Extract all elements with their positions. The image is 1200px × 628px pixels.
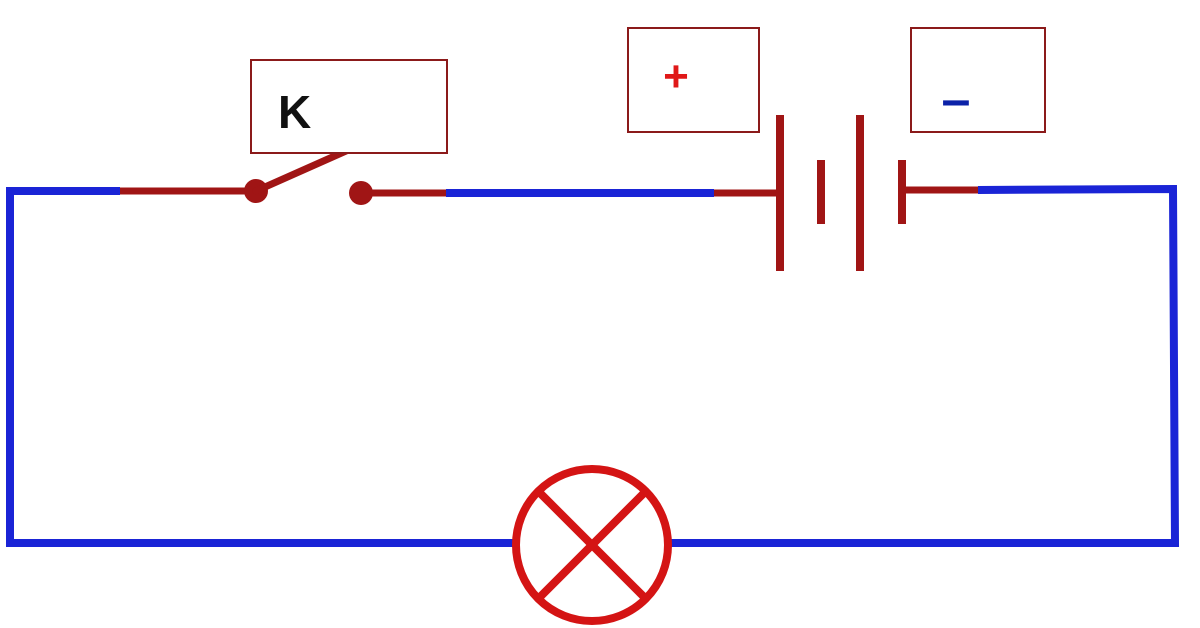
negative-label-box: – <box>910 27 1046 133</box>
wire-right <box>670 184 1180 547</box>
positive-label-box: + <box>627 27 760 133</box>
battery <box>714 115 978 271</box>
negative-label: – <box>942 71 971 129</box>
positive-label: + <box>663 52 689 101</box>
switch-label: K <box>278 86 311 138</box>
lamp-cross-2 <box>535 488 649 602</box>
negative-label-frame <box>910 27 1046 133</box>
switch-label-box: K <box>250 59 448 154</box>
lamp-icon <box>512 465 672 625</box>
switch-label-frame <box>250 59 448 154</box>
wire-loop <box>6 184 1180 547</box>
wire-left-top <box>6 187 515 547</box>
positive-label-frame <box>627 27 760 133</box>
